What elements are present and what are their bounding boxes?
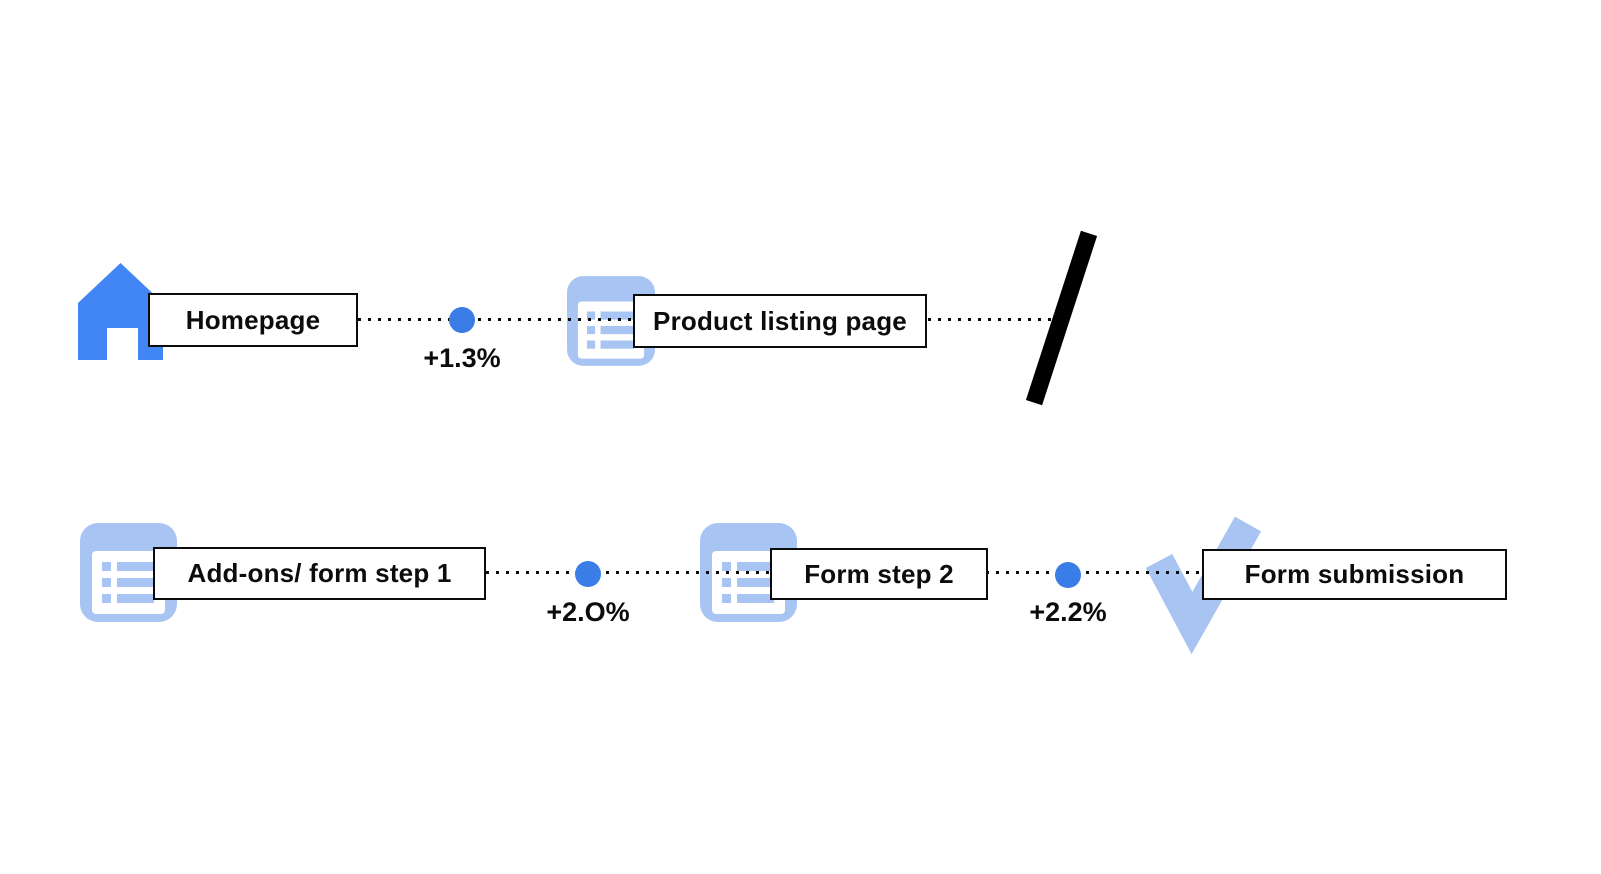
step-label-addons-form-step-1: Add-ons/ form step 1 [153,547,486,600]
step-label-homepage: Homepage [148,293,358,347]
step-label-text: Form step 2 [804,558,954,589]
step-label-text: Product listing page [653,305,907,336]
step-label-text: Homepage [185,304,321,335]
step-label-text: Form submission [1244,559,1465,589]
uplift-label: +1.3% [423,343,501,373]
list-icon [80,523,177,622]
uplift-label: +2.2% [1029,597,1107,627]
home-icon [78,263,163,360]
step-label-product-listing-page: Product listing page [633,294,927,348]
connector-dot [449,307,475,333]
connector-dot [575,561,601,587]
step-label-text: Add-ons/ form step 1 [187,558,452,588]
step-label-form-step-2: Form step 2 [770,548,988,600]
step-label-form-submission: Form submission [1202,549,1507,600]
connector-dot [1055,562,1081,588]
uplift-label: +2.O% [546,597,630,627]
